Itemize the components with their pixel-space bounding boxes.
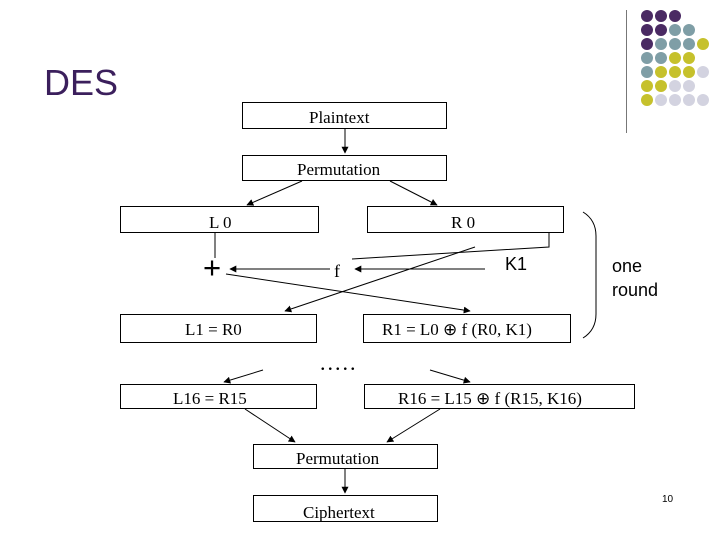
permutation-bottom-label: Permutation [296, 449, 380, 468]
r1-box: R1 = L0 ⊕ f (R0, K1) [363, 314, 571, 343]
decor-dot [641, 66, 653, 78]
ciphertext-label: Ciphertext [303, 503, 375, 522]
arrow-to-r16 [429, 369, 471, 384]
line-r0-to-f [351, 233, 550, 260]
rounds-ellipsis: ..... [320, 350, 358, 375]
decor-dot [669, 66, 681, 78]
k1-label: K1 [505, 254, 528, 274]
permutation-top-label: Permutation [297, 160, 381, 179]
decor-dot [669, 94, 681, 106]
decor-dot [641, 94, 653, 106]
decor-dot [697, 66, 709, 78]
arrow-r16-to-permutation [386, 408, 441, 443]
plaintext-label: Plaintext [309, 108, 370, 127]
arrow-to-l16 [223, 369, 264, 384]
decor-dot [697, 94, 709, 106]
l0-label: L 0 [209, 213, 232, 232]
line-r0-to-l1 [284, 246, 476, 313]
page-number: 10 [662, 494, 674, 505]
decor-dot [683, 80, 695, 92]
decor-dot [683, 94, 695, 106]
title-divider-line [626, 10, 627, 133]
arrow-permutation-to-l0 [246, 180, 303, 206]
decor-dot [655, 24, 667, 36]
decor-dot [641, 80, 653, 92]
decor-dot [669, 80, 681, 92]
r16-label: R16 = L15 ⊕ f (R15, K16) [398, 389, 582, 408]
r0-label: R 0 [451, 213, 476, 232]
slide-title: DES [44, 62, 119, 103]
decor-dot [655, 52, 667, 64]
ciphertext-box: Ciphertext [253, 495, 438, 522]
decor-dot [669, 52, 681, 64]
plaintext-box: Plaintext [242, 102, 447, 129]
decor-dot [697, 38, 709, 50]
decor-dot [641, 38, 653, 50]
decor-dot [641, 52, 653, 64]
r16-box: R16 = L15 ⊕ f (R15, K16) [364, 384, 635, 409]
one-round-label: one round [612, 256, 659, 300]
decor-dot [669, 10, 681, 22]
decor-dot [655, 80, 667, 92]
r0-box: R 0 [367, 206, 564, 233]
decor-dot [655, 94, 667, 106]
decor-dot [683, 66, 695, 78]
l1-label: L1 = R0 [185, 320, 242, 339]
l16-box: L16 = R15 [120, 384, 317, 409]
decor-dot [655, 66, 667, 78]
decor-dot [669, 38, 681, 50]
arrow-permutation-to-r0 [389, 180, 438, 206]
l0-box: L 0 [120, 206, 319, 233]
l16-label: L16 = R15 [173, 389, 247, 408]
l1-box: L1 = R0 [120, 314, 317, 343]
permutation-top-box: Permutation [242, 155, 447, 181]
decor-dot [655, 38, 667, 50]
decor-dot [641, 10, 653, 22]
decor-dot [683, 52, 695, 64]
decor-dot [669, 24, 681, 36]
one-round-brace [582, 211, 597, 339]
f-function-label: f [334, 261, 340, 281]
arrow-l16-to-permutation [244, 408, 296, 443]
line-xor-to-r1 [225, 273, 471, 314]
r1-label: R1 = L0 ⊕ f (R0, K1) [382, 320, 532, 339]
decor-dot [683, 38, 695, 50]
permutation-bottom-box: Permutation [253, 444, 438, 469]
decor-dot [683, 24, 695, 36]
decor-dot [655, 10, 667, 22]
decor-dot [641, 24, 653, 36]
xor-symbol: + [203, 250, 222, 285]
